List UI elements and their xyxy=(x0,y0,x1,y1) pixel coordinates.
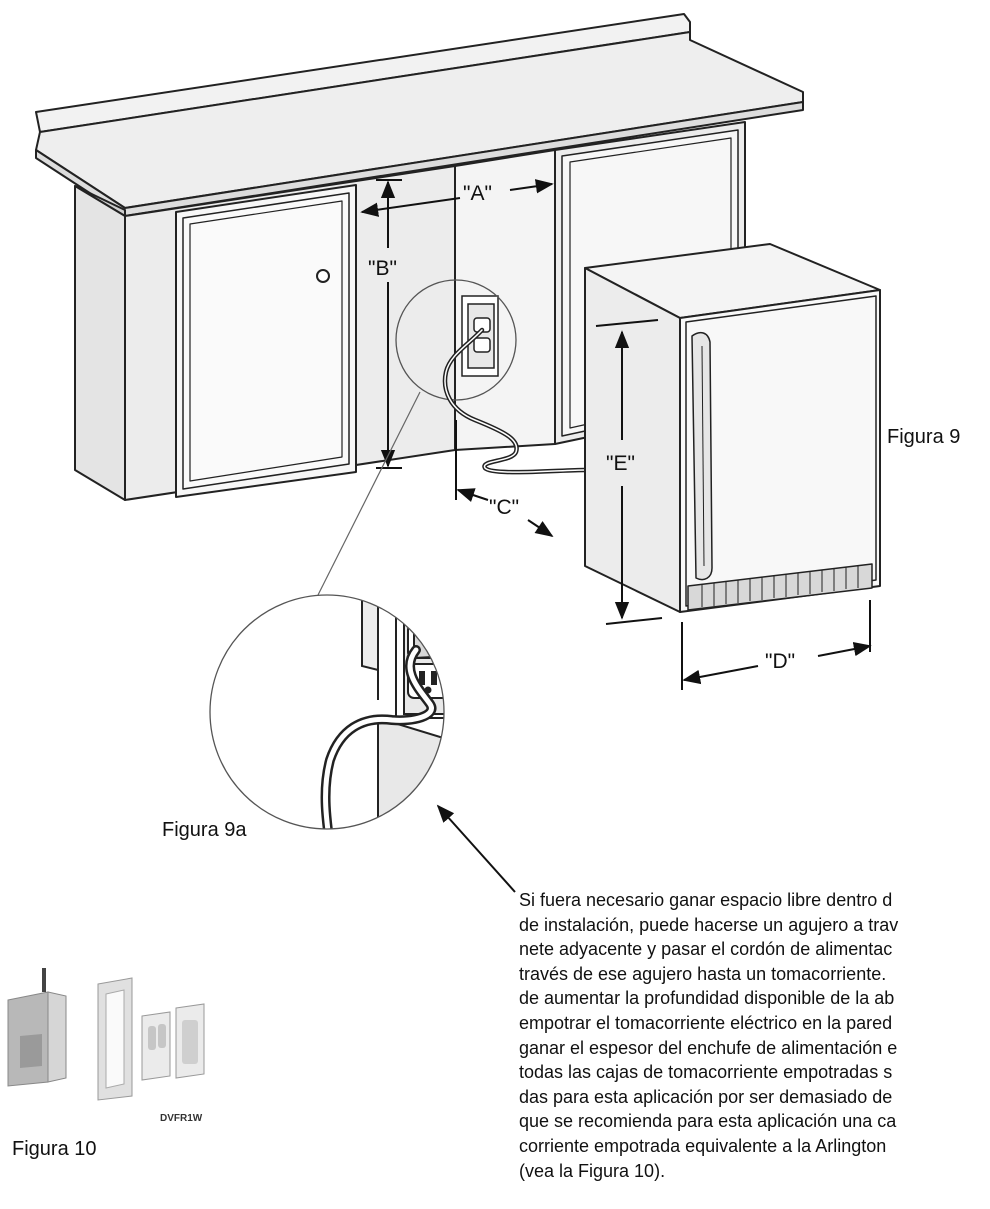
note-line: corriente empotrada equivalente a la Arl… xyxy=(519,1135,887,1156)
label-d: "D" xyxy=(765,650,795,673)
countertop xyxy=(35,13,804,217)
zoom-detail xyxy=(210,595,444,829)
label-a: "A" xyxy=(463,182,492,205)
magnifier-circle xyxy=(395,279,517,401)
note-line: que se recomienda para esta aplicación u… xyxy=(519,1111,897,1132)
label-c: "C" xyxy=(489,496,519,519)
label-e: "E" xyxy=(606,452,635,475)
note-line: todas las cajas de tomacorriente empotra… xyxy=(519,1062,893,1083)
zoom-leader-line xyxy=(317,391,421,596)
note-line: ganar el espesor del enchufe de alimenta… xyxy=(519,1037,898,1058)
door-handle xyxy=(691,331,713,581)
note-line: Si fuera necesario ganar espacio libre d… xyxy=(519,890,893,910)
pointer-arrow xyxy=(436,804,516,893)
door-gasket xyxy=(685,295,877,607)
figure-9-caption: Figura 9 xyxy=(887,426,960,448)
note-line: (vea la Figura 10). xyxy=(519,1160,666,1181)
wall-outlet-small xyxy=(461,295,499,377)
label-b: "B" xyxy=(368,257,397,280)
note-line: empotrar el tomacorriente eléctrico en l… xyxy=(519,1012,893,1033)
figure-10-caption: Figura 10 xyxy=(12,1138,97,1160)
door-knob xyxy=(316,269,330,283)
left-cabinet xyxy=(74,165,456,501)
note-line: nete adyacente y pasar el cordón de alim… xyxy=(519,939,893,960)
dimension-lines xyxy=(360,179,872,690)
note-line: das para esta aplicación por ser demasia… xyxy=(519,1086,893,1107)
kick-plate-grille xyxy=(687,563,873,611)
note-line: de aumentar la profundidad disponible de… xyxy=(519,988,895,1009)
note-line: de instalación, puede hacerse un agujero… xyxy=(519,914,899,935)
product-label: DVFR1W xyxy=(160,1113,203,1124)
recessed-outlet-box-image xyxy=(7,968,205,1101)
figure-9a-caption: Figura 9a xyxy=(162,819,247,841)
appliance xyxy=(584,243,881,613)
installation-note: Si fuera necesario ganar espacio libre d… xyxy=(519,888,990,1188)
note-line: través de ese agujero hasta un tomacorri… xyxy=(519,963,887,984)
